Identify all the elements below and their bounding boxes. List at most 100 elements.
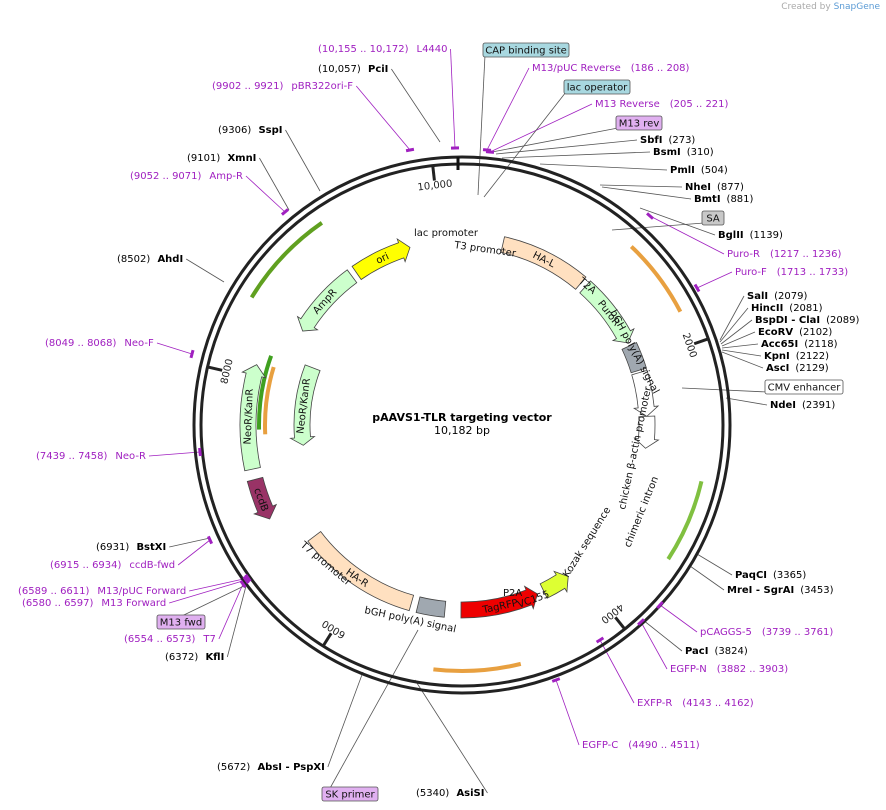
primer-leader	[245, 175, 286, 213]
site-ahdi[interactable]: (8502) AhdI	[117, 254, 183, 265]
feature-neor-kanr-2[interactable]	[239, 364, 267, 472]
primer-egfp-c[interactable]: EGFP-C(4490 .. 4511)	[582, 740, 700, 751]
feature-vc155[interactable]	[539, 570, 569, 599]
primer-range: (9052 .. 9071)	[130, 171, 202, 182]
primer-leader	[489, 103, 593, 153]
badge-sa[interactable]: SA	[701, 210, 725, 226]
site-bstxi[interactable]: (6931) BstXI	[96, 542, 166, 553]
svg-text:(8049 .. 8068)Neo-F: (8049 .. 8068)Neo-F	[45, 338, 154, 349]
svg-text:Puro-R(1217 .. 1236): Puro-R(1217 .. 1236)	[727, 249, 841, 260]
site-name: AbsI - PspXI	[257, 762, 324, 773]
primer-m13-forward[interactable]: (6580 .. 6597)M13 Forward	[22, 598, 166, 609]
feature-cmv-enhancer[interactable]	[631, 369, 660, 417]
primer-pcaggs-5[interactable]: pCAGGS-5(3739 .. 3761)	[700, 627, 833, 638]
site-pmli[interactable]: PmlI(504)	[670, 165, 728, 176]
primer-egfp-n[interactable]: EGFP-N(3882 .. 3903)	[670, 664, 788, 675]
primer-name: Neo-F	[124, 338, 154, 349]
badge-m13-fwd[interactable]: M13 fwd	[156, 614, 206, 630]
badge-box	[482, 42, 570, 58]
feature-tagrfp[interactable]	[460, 585, 538, 619]
primer-name: EXFP-R	[637, 698, 672, 709]
site-position: (1139)	[750, 230, 783, 241]
primer-ccdb-fwd[interactable]: (6915 .. 6934) ccdB-fwd	[50, 560, 175, 571]
feature-bgh-poly-a-signal-2[interactable]	[415, 596, 447, 618]
primer-amp-r[interactable]: (9052 .. 9071)Amp-R	[130, 171, 243, 182]
plasmid-size: 10,182 bp	[434, 424, 490, 437]
site-position: (2122)	[796, 351, 829, 362]
site-sbfi[interactable]: SbfI(273)	[640, 135, 695, 146]
site-name: NdeI	[770, 400, 796, 411]
svg-text:KpnI(2122): KpnI(2122)	[764, 351, 829, 362]
primer-m13-puc-reverse[interactable]: M13/pUC Reverse(186 .. 208)	[532, 63, 690, 74]
badge-m13-rev[interactable]: M13 rev	[615, 115, 663, 131]
site-leader	[327, 671, 364, 768]
primer-puro-r[interactable]: Puro-R(1217 .. 1236)	[727, 249, 841, 260]
site-absi-pspxi[interactable]: (5672) AbsI - PspXI	[217, 762, 325, 773]
site-name: SspI	[258, 125, 282, 136]
scale-tick-label: 6000	[320, 617, 347, 640]
svg-text:(9052 .. 9071)Amp-R: (9052 .. 9071)Amp-R	[130, 171, 243, 182]
primer-range: (6915 .. 6934)	[50, 560, 122, 571]
site-asci[interactable]: AscI(2129)	[766, 363, 829, 374]
primer-pbr322ori-f[interactable]: (9902 .. 9921)pBR322ori-F	[212, 81, 353, 92]
badge-label: CAP binding site	[485, 46, 567, 57]
site-asisi[interactable]: (5340) AsiSI	[416, 788, 484, 799]
badge-label: CMV enhancer	[768, 383, 842, 394]
site-bspdi-clai[interactable]: BspDI - ClaI(2089)	[755, 315, 859, 326]
feature-ccdb[interactable]	[246, 476, 278, 520]
badge-box	[701, 210, 725, 226]
primer-neo-r[interactable]: (7439 .. 7458)Neo-R	[36, 451, 146, 462]
site-kfli[interactable]: (6372) KflI	[165, 652, 224, 663]
badge-label: lac operator	[567, 83, 628, 94]
primer-puro-f[interactable]: Puro-F(1713 .. 1733)	[735, 267, 848, 278]
site-ecorv[interactable]: EcoRV(2102)	[758, 327, 832, 338]
primer-range: (6554 .. 6573)	[124, 634, 196, 645]
primer-name: EGFP-C	[582, 740, 618, 751]
feature-ori[interactable]	[351, 237, 411, 281]
svg-text:(6554 .. 6573)T7: (6554 .. 6573)T7	[124, 634, 216, 645]
site-leader	[719, 295, 745, 341]
primer-m13-puc-forward[interactable]: (6589 .. 6611)M13/pUC Forward	[18, 586, 186, 597]
site-pcii[interactable]: (10,057) PciI	[318, 64, 388, 75]
site-sali[interactable]: SalI(2079)	[747, 291, 807, 302]
site-ndei[interactable]: NdeI(2391)	[770, 400, 835, 411]
scale-tick-label: 4000	[599, 601, 626, 625]
primer-neo-f[interactable]: (8049 .. 8068)Neo-F	[45, 338, 154, 349]
site-bsmi[interactable]: BsmI(310)	[653, 147, 714, 158]
primer-t7[interactable]: (6554 .. 6573)T7	[124, 634, 216, 645]
site-leader	[599, 184, 683, 188]
primer-l4440[interactable]: (10,155 .. 10,172)L4440	[318, 44, 448, 55]
site-bglii[interactable]: BglII(1139)	[718, 230, 783, 241]
feature-ampr[interactable]	[296, 269, 358, 332]
feature-chicken-beta-actin-promoter[interactable]	[633, 415, 660, 449]
badge-cap-binding-site[interactable]: CAP binding site	[482, 42, 570, 58]
site-mrei-sgrai[interactable]: MreI - SgrAI(3453)	[727, 585, 834, 596]
primer-mark	[693, 283, 701, 293]
site-hincii[interactable]: HincII(2081)	[751, 303, 823, 314]
site-nhei[interactable]: NheI(877)	[685, 182, 744, 193]
site-paqci[interactable]: PaqCI(3365)	[735, 570, 806, 581]
feature-ha-r[interactable]	[307, 530, 415, 612]
badge-lac-operator[interactable]: lac operator	[563, 79, 631, 95]
site-kpni[interactable]: KpnI(2122)	[764, 351, 829, 362]
site-sspi[interactable]: (9306) SspI	[218, 125, 282, 136]
primer-m13-reverse[interactable]: M13 Reverse(205 .. 221)	[595, 99, 729, 110]
site-paci[interactable]: PacI(3824)	[685, 646, 748, 657]
site-acc65i[interactable]: Acc65I(2118)	[761, 339, 838, 350]
feature-ha-l[interactable]	[500, 236, 587, 290]
feature-puror[interactable]	[579, 280, 635, 344]
feature-arc	[666, 480, 704, 561]
feature-neor-kanr[interactable]	[289, 364, 321, 446]
site-leader	[259, 157, 290, 211]
badge-sk-primer[interactable]: SK primer	[321, 786, 379, 802]
primer-exfp-r[interactable]: EXFP-R(4143 .. 4162)	[637, 698, 754, 709]
site-xmni[interactable]: (9101) XmnI	[187, 153, 256, 164]
primer-range: (6580 .. 6597)	[22, 598, 94, 609]
svg-text:EGFP-N(3882 .. 3903): EGFP-N(3882 .. 3903)	[670, 664, 788, 675]
site-position: (3453)	[800, 585, 833, 596]
primer-mark	[198, 447, 202, 457]
feature-bgh-poly-a-signal-1[interactable]	[621, 341, 647, 374]
primer-name: ccdB-fwd	[129, 560, 175, 571]
site-bmti[interactable]: BmtI(881)	[694, 194, 754, 205]
badge-cmv-enhancer[interactable]: CMV enhancer	[764, 379, 844, 395]
